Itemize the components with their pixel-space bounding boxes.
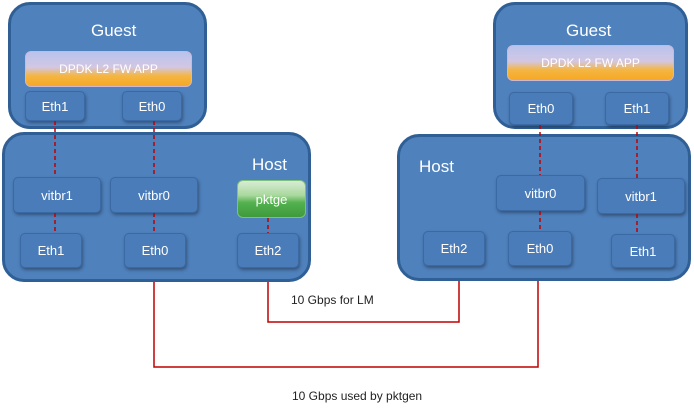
- guest-left-app: DPDK L2 FW APP: [25, 51, 192, 87]
- guest-right-title: Guest: [566, 21, 612, 40]
- host-right-title: Host: [419, 157, 454, 176]
- host-right-eth0: Eth0: [508, 231, 572, 266]
- guest-left-box: Guest DPDK L2 FW APP Eth1 Eth0: [8, 2, 207, 129]
- host-left-vitbr0: vitbr0: [110, 177, 198, 213]
- host-left-vitbr1: vitbr1: [13, 177, 101, 213]
- guest-left-title: Guest: [91, 21, 137, 40]
- host-right-eth1: Eth1: [611, 234, 675, 268]
- host-left-eth2: Eth2: [237, 233, 299, 268]
- host-right-box: Host vitbr0 vitbr1 Eth2 Eth0 Eth1: [397, 134, 691, 281]
- guest-right-app: DPDK L2 FW APP: [507, 45, 674, 81]
- host-right-eth2: Eth2: [423, 231, 485, 266]
- guest-right-box: Guest DPDK L2 FW APP Eth0 Eth1: [493, 2, 688, 129]
- host-right-vitbr1: vitbr1: [597, 178, 685, 214]
- guest-left-eth0: Eth0: [122, 91, 182, 121]
- lm-link-label: 10 Gbps for LM: [291, 293, 374, 307]
- host-right-vitbr0: vitbr0: [496, 175, 585, 211]
- guest-left-eth1: Eth1: [25, 91, 85, 121]
- host-left-box: Host vitbr1 vitbr0 pktge Eth1 Eth0 Eth2: [2, 132, 311, 282]
- host-left-eth1: Eth1: [20, 233, 82, 268]
- host-left-title: Host: [252, 155, 287, 174]
- guest-right-eth0: Eth0: [509, 92, 573, 125]
- guest-right-eth1: Eth1: [605, 92, 669, 125]
- pktgen-link-line: [153, 268, 539, 368]
- host-left-pktgen: pktge: [237, 180, 306, 218]
- lm-link-line: [267, 268, 460, 323]
- pktgen-link-label: 10 Gbps used by pktgen: [292, 389, 423, 403]
- host-left-eth0: Eth0: [124, 233, 186, 268]
